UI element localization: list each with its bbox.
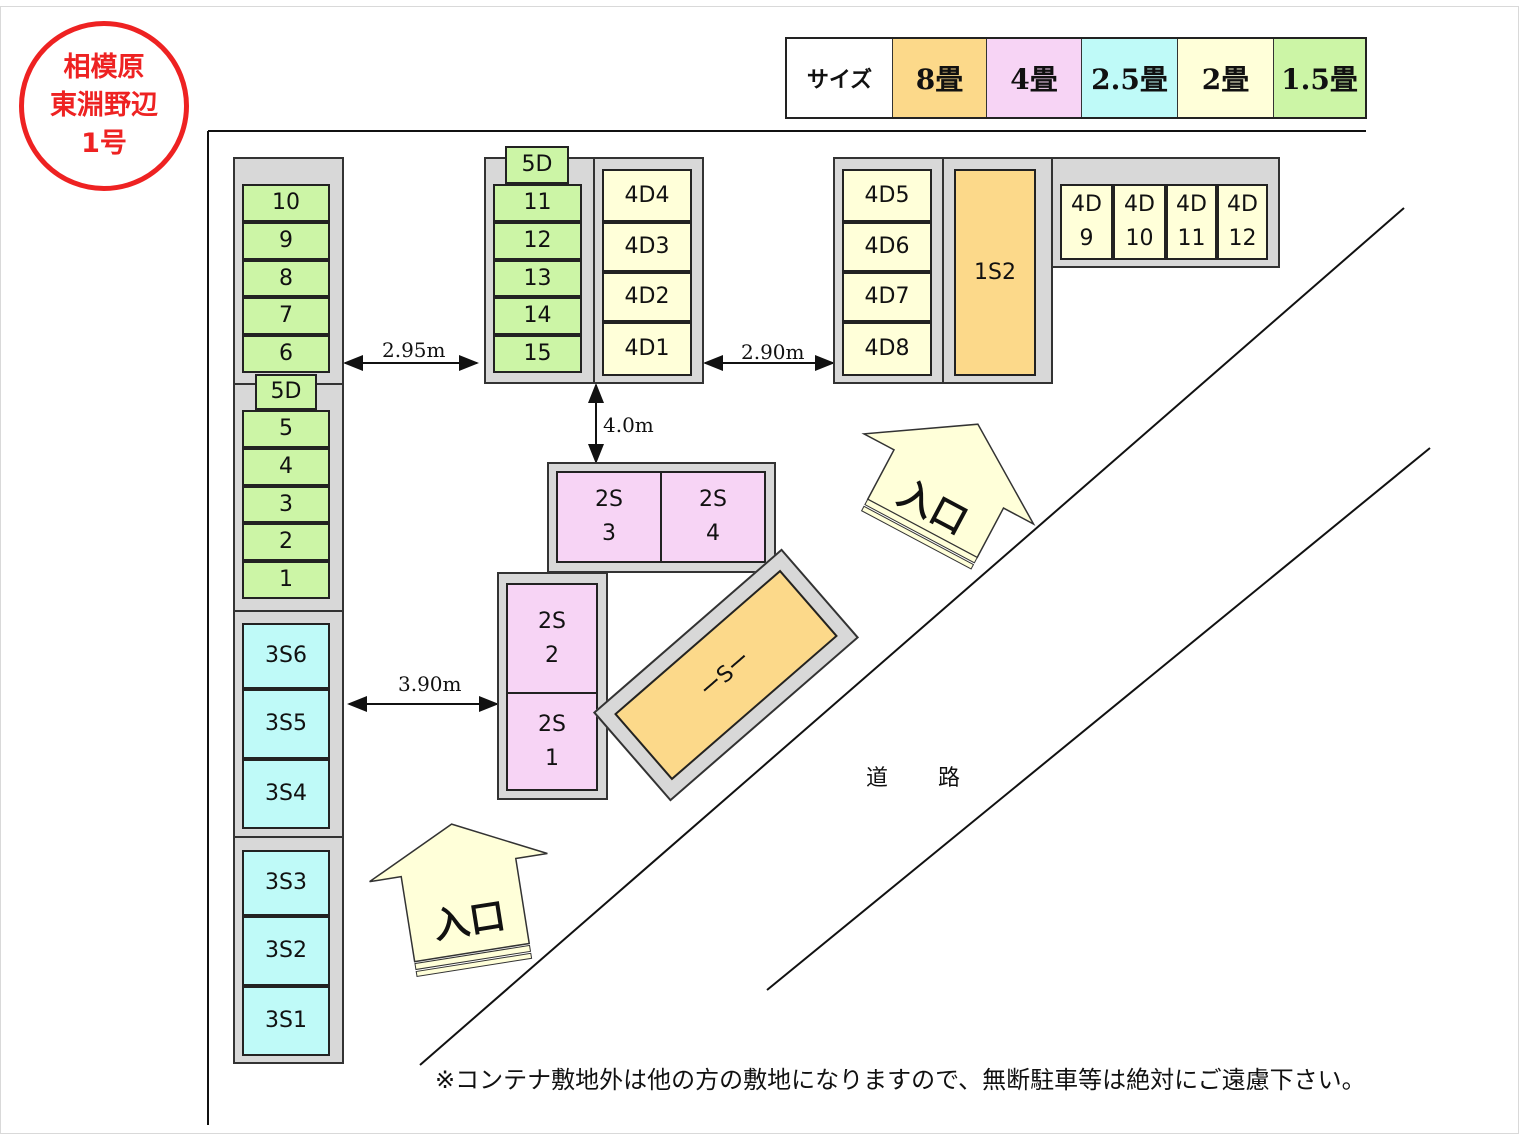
unit-5d-mid[interactable]: 5D xyxy=(505,146,569,184)
unit-14[interactable]: 14 xyxy=(493,297,582,335)
dim-label-40: 4.0m xyxy=(603,413,654,437)
unit-2[interactable]: 2 xyxy=(242,523,330,561)
unit-3s1[interactable]: 3S1 xyxy=(242,986,330,1056)
unit-8[interactable]: 8 xyxy=(242,260,330,297)
unit-9[interactable]: 9 xyxy=(242,222,330,260)
dim-label-295: 2.95m xyxy=(382,338,446,362)
size-legend: サイズ 8畳 4畳 2.5畳 2畳 1.5畳 xyxy=(785,37,1367,119)
unit-1s2[interactable]: 1S2 xyxy=(954,169,1036,376)
unit-3s5[interactable]: 3S5 xyxy=(242,689,330,759)
badge-line-3: 1号 xyxy=(81,128,127,159)
unit-15[interactable]: 15 xyxy=(493,335,582,373)
location-badge: 相模原 東淵野辺 1号 xyxy=(19,21,189,191)
legend-header: サイズ xyxy=(787,39,892,117)
legend-1-5jo: 1.5畳 xyxy=(1273,39,1365,117)
unit-3s6[interactable]: 3S6 xyxy=(242,623,330,689)
unit-5d-left[interactable]: 5D xyxy=(255,374,317,410)
unit-10[interactable]: 10 xyxy=(242,184,330,222)
badge-line-2: 東淵野辺 xyxy=(50,90,158,121)
unit-3[interactable]: 3 xyxy=(242,486,330,523)
entrance-arrow-upper xyxy=(860,423,1036,570)
dim-label-290: 2.90m xyxy=(741,340,805,364)
unit-6[interactable]: 6 xyxy=(242,335,330,373)
parking-warning-note: ※コンテナ敷地外は他の方の敷地になりますので、無断駐車等は絶対にご遠慮下さい。 xyxy=(435,1066,1366,1094)
legend-2jo: 2畳 xyxy=(1177,39,1273,117)
unit-3s3[interactable]: 3S3 xyxy=(242,850,330,916)
unit-1[interactable]: 1 xyxy=(242,561,330,599)
unit-5[interactable]: 5 xyxy=(242,410,330,448)
unit-4d6[interactable]: 4D6 xyxy=(842,222,932,272)
legend-8jo: 8畳 xyxy=(892,39,986,117)
unit-12[interactable]: 12 xyxy=(493,222,582,260)
legend-4jo: 4畳 xyxy=(986,39,1081,117)
road-edge-near xyxy=(419,207,1405,1066)
unit-4d3[interactable]: 4D3 xyxy=(602,222,692,272)
unit-11[interactable]: 11 xyxy=(493,184,582,222)
unit-4d2[interactable]: 4D2 xyxy=(602,272,692,322)
unit-4[interactable]: 4 xyxy=(242,448,330,486)
road-label: 道 路 xyxy=(866,766,975,791)
unit-4d8[interactable]: 4D8 xyxy=(842,322,932,376)
entrance-label-lower: 入口 xyxy=(430,895,509,948)
badge-line-1: 相模原 xyxy=(63,52,145,83)
legend-2-5jo: 2.5畳 xyxy=(1081,39,1177,117)
unit-4d7[interactable]: 4D7 xyxy=(842,272,932,322)
unit-7[interactable]: 7 xyxy=(242,297,330,335)
unit-4d4[interactable]: 4D4 xyxy=(602,169,692,222)
unit-4d1[interactable]: 4D1 xyxy=(602,322,692,376)
unit-13[interactable]: 13 xyxy=(493,260,582,297)
dim-label-390: 3.90m xyxy=(398,672,462,696)
entrance-arrow-lower xyxy=(369,823,548,977)
road-edge-far xyxy=(766,447,1431,991)
unit-3s4[interactable]: 3S4 xyxy=(242,759,330,829)
unit-3s2[interactable]: 3S2 xyxy=(242,916,330,986)
unit-4d5[interactable]: 4D5 xyxy=(842,169,932,222)
